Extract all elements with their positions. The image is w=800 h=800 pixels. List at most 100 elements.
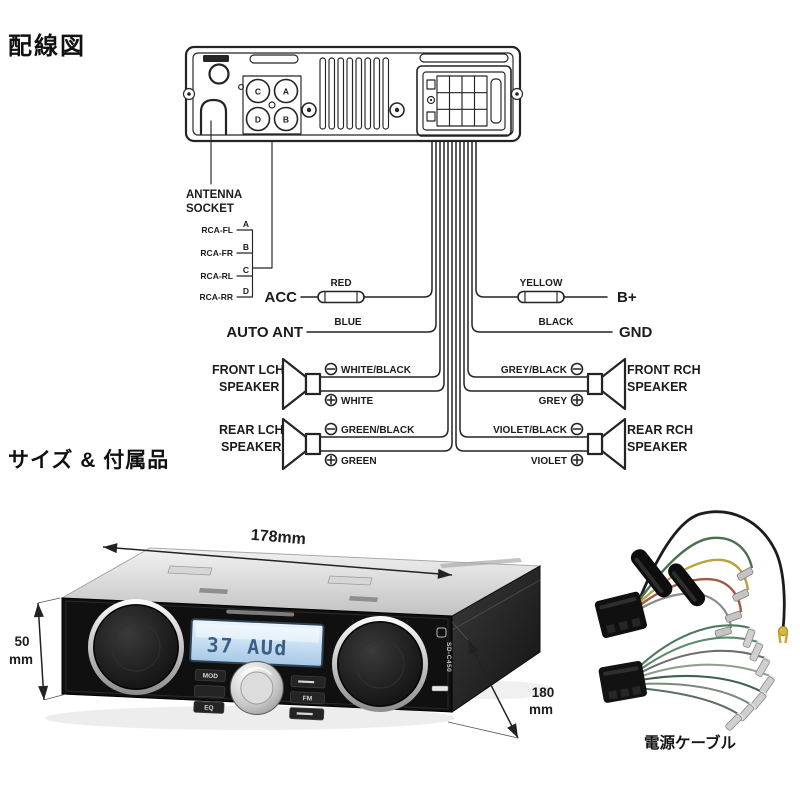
brand-text-placeholder [226, 609, 295, 617]
right-edge-strip: SD-C450 [431, 627, 452, 692]
mod-button [194, 668, 226, 682]
product-photo: 37 AUd MOD EQ FM [45, 547, 555, 730]
label-auto-ant: AUTO ANT [226, 324, 303, 341]
label-rear-rch-1: REAR RCH [627, 423, 693, 437]
speaker-rear-lch: REAR LCH SPEAKER GREEN/BLACK GREEN [219, 417, 415, 471]
speaker-terminal-icon [304, 432, 322, 456]
dimension-height-value: 50 [14, 634, 29, 649]
dimension-width-arrow [102, 543, 453, 579]
fuse-holder-2 [668, 563, 706, 607]
rca-row-pin-d: D [243, 286, 249, 296]
panel-screw-left [182, 87, 196, 101]
panel-screw-right [510, 87, 524, 101]
lcd-display: 37 AUd [189, 618, 325, 668]
dimension-height-arrow [33, 597, 67, 701]
iso-connector [416, 53, 512, 137]
rca-pin-a: A [283, 87, 289, 97]
speaker-terminal-icon [586, 372, 604, 396]
fm-button [289, 691, 325, 705]
fuse-holder-1 [630, 549, 673, 598]
antenna-socket-shape [199, 98, 228, 136]
fuse-bplus [517, 290, 565, 304]
minus-icon [324, 362, 338, 376]
control-cluster: 37 AUd MOD EQ FM [189, 609, 326, 721]
minus-icon [324, 422, 338, 436]
vent-slot-horizontal [249, 54, 299, 64]
dimension-depth-value: 180 [532, 685, 555, 700]
vent-slots [301, 57, 405, 130]
label-rear-lch-1: REAR LCH [219, 423, 284, 437]
fork-terminal [777, 626, 789, 644]
wire-front-lch-pos [319, 140, 445, 392]
label-wire-blue: BLUE [334, 317, 362, 328]
left-button-column: MOD EQ [193, 668, 226, 714]
speaker-cone-icon [600, 417, 627, 471]
rca-row-pin-a: A [243, 219, 249, 229]
label-rear-lch-2: SPEAKER [221, 440, 281, 454]
rca-label-fl: RCA-FL [201, 225, 233, 235]
fuse-acc [317, 290, 365, 304]
wiring-section-title: 配線図 [8, 33, 86, 60]
speaker-cone-icon [600, 357, 627, 411]
rear-panel: C A D B [182, 45, 524, 143]
speaker-terminal-icon [586, 432, 604, 456]
right-speaker [332, 616, 428, 712]
label-front-rch-1: FRONT RCH [627, 363, 701, 377]
rca-bracket: A B C D RCA-FL RCA-FR RCA-RL RCA-RR [199, 140, 273, 302]
panel-notch [203, 55, 229, 62]
rca-label-rr: RCA-RR [199, 292, 233, 302]
iso-plug-lower [598, 660, 647, 703]
dimension-depth-unit: mm [529, 702, 553, 717]
label-wire-yellow: YELLOW [520, 278, 563, 289]
right-button-column: FM [289, 675, 326, 721]
rca-pin-d: D [255, 115, 261, 125]
rca-pin-b: B [283, 115, 289, 125]
volume-knob [229, 660, 284, 715]
label-green: GREEN [341, 456, 377, 467]
mod-button-label: MOD [203, 673, 219, 681]
label-wire-black: BLACK [539, 317, 575, 328]
speaker-front-lch: FRONT LCH SPEAKER WHITE/BLACK WHITE [212, 357, 412, 411]
wire-bplus-yellow [475, 140, 608, 298]
plus-icon [324, 393, 338, 407]
model-side-label: SD-C450 [445, 642, 452, 672]
label-white: WHITE [341, 396, 374, 407]
dimension-width-label: 178mm [250, 527, 306, 548]
wire-acc-red [300, 140, 433, 298]
wire-front-rch-neg [467, 140, 589, 378]
label-bplus: B+ [617, 289, 637, 306]
left-speaker [88, 599, 184, 695]
rca-row-pin-c: C [243, 265, 249, 275]
rca-pin-c: C [255, 87, 261, 97]
minus-icon [570, 422, 584, 436]
antenna-label-line1: ANTENNA [186, 189, 242, 201]
label-white-black: WHITE/BLACK [341, 365, 412, 376]
plus-icon [570, 393, 584, 407]
spade-terminals-lower [725, 627, 776, 731]
speaker-rear-rch: REAR RCH SPEAKER VIOLET/BLACK VIOLET [493, 417, 693, 471]
rca-label-fr: RCA-FR [200, 248, 233, 258]
label-front-lch-2: SPEAKER [219, 380, 279, 394]
wire-rear-lch-neg [319, 140, 449, 438]
dimension-depth-arrow [447, 621, 519, 739]
iso-plug-upper [594, 591, 647, 639]
harness-wires [300, 140, 613, 452]
speaker-terminal-icon [304, 372, 322, 396]
label-violet-black: VIOLET/BLACK [493, 425, 568, 436]
fm-button-label: FM [303, 695, 313, 702]
speaker-cone-icon [281, 417, 308, 471]
label-violet: VIOLET [531, 456, 567, 467]
size-section: 37 AUd MOD EQ FM [9, 510, 789, 752]
wiring-diagram: C A D B [182, 45, 701, 471]
blank-button [194, 684, 226, 698]
plus-icon [324, 453, 338, 467]
eq-button-label: EQ [204, 705, 214, 712]
dimension-height-unit: mm [9, 652, 33, 667]
rca-connector-group: C A D B [242, 75, 302, 135]
spade-terminals-upper [714, 567, 789, 644]
power-cable-photo: 電源ケーブル [594, 510, 789, 752]
wire-gnd-black [471, 140, 613, 333]
label-green-black: GREEN/BLACK [341, 425, 415, 436]
wire-front-rch-pos [463, 140, 589, 392]
